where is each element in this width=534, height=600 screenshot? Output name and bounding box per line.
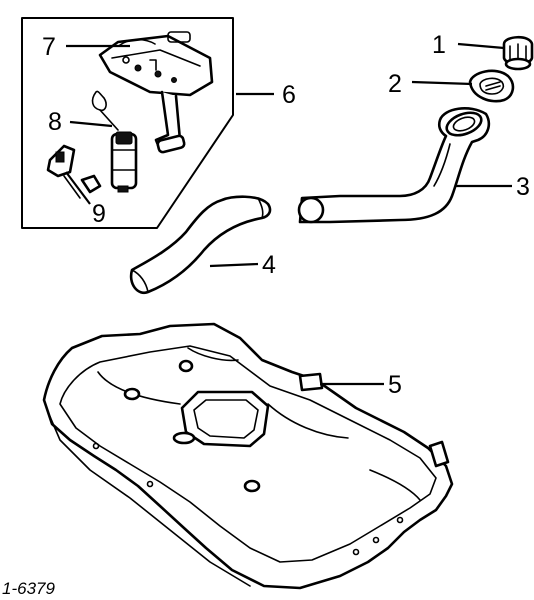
figure-code: 1-6379 — [2, 579, 55, 598]
fuel-pump — [91, 90, 138, 193]
fuel-pump-assembly-box — [21, 17, 234, 229]
leader-lines — [65, 42, 512, 386]
callout-4: 4 — [262, 251, 276, 279]
callout-6: 6 — [282, 81, 296, 109]
callout-5: 5 — [388, 371, 402, 399]
fuel-filler-cap — [502, 35, 534, 71]
fuel-sender-plate — [98, 31, 214, 154]
callout-7: 7 — [42, 33, 56, 61]
fuel-tank — [42, 322, 454, 590]
callout-9: 9 — [92, 200, 106, 228]
callout-8: 8 — [48, 108, 62, 136]
filler-neck-pipe — [297, 107, 491, 224]
callout-1: 1 — [432, 31, 446, 59]
callout-2: 2 — [388, 70, 402, 98]
fuel-pump-bracket — [46, 144, 102, 199]
callout-3: 3 — [516, 173, 530, 201]
filler-gasket — [468, 69, 515, 103]
fuel-hose — [129, 195, 272, 295]
